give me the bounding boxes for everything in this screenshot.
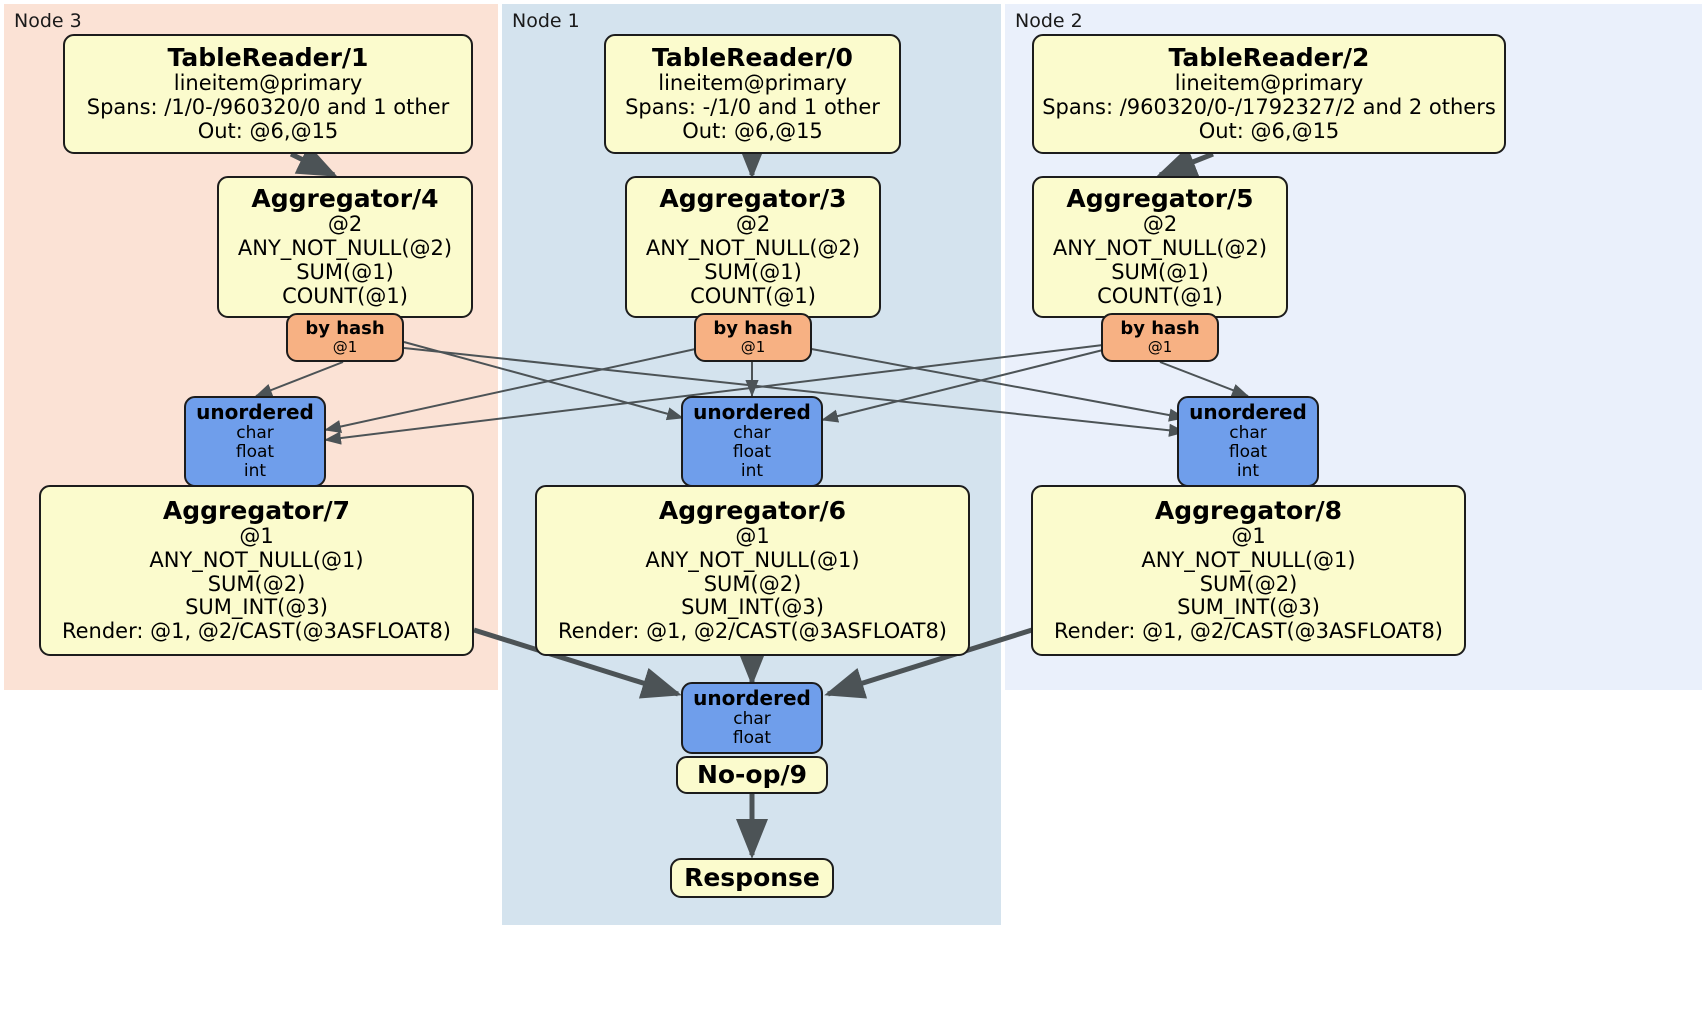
processor-response[interactable]: Response xyxy=(670,858,834,898)
router-detail-line: char xyxy=(236,422,274,443)
node-detail-line: Spans: /1/0-/960320/0 and 1 other xyxy=(86,95,450,120)
node-detail-line: ANY_NOT_NULL(@1) xyxy=(1141,547,1356,572)
node-detail-line: lineitem@primary xyxy=(1174,71,1364,96)
node-detail-line: ANY_NOT_NULL(@2) xyxy=(1052,236,1268,261)
router-detail-line: char xyxy=(733,708,771,729)
processor-tablereader-0[interactable]: TableReader/0 lineitem@primary Spans: -/… xyxy=(604,34,901,154)
input-router-unordered-8[interactable]: unordered char float int xyxy=(1177,396,1319,487)
node-detail-line: SUM(@1) xyxy=(704,260,802,284)
router-detail-line: char xyxy=(1229,422,1267,443)
node-detail-line: ANY_NOT_NULL(@1) xyxy=(645,547,860,572)
router-detail-line: float xyxy=(732,442,772,463)
node-detail-line: SUM(@2) xyxy=(1199,571,1298,596)
node-detail-line: SUM(@2) xyxy=(703,571,802,596)
node-title: TableReader/0 xyxy=(652,43,853,73)
node-detail-line: ANY_NOT_NULL(@1) xyxy=(149,547,364,572)
output-router-by-hash-4[interactable]: by hash @1 xyxy=(286,313,404,362)
node-title: TableReader/2 xyxy=(1168,43,1370,73)
router-title: by hash xyxy=(713,317,793,339)
node-detail-line: Out: @6,@15 xyxy=(1198,118,1340,143)
node-title: Response xyxy=(684,863,820,892)
node-title: Aggregator/5 xyxy=(1066,184,1254,214)
router-detail-line: char xyxy=(733,422,771,443)
router-detail-line: int xyxy=(740,461,764,482)
node-detail-line: SUM_INT(@3) xyxy=(1177,595,1320,620)
node-detail-line: @2 xyxy=(1142,212,1178,237)
input-router-unordered-6[interactable]: unordered char float int xyxy=(681,396,823,487)
node-detail-line: Render: @1, @2/CAST(@3ASFLOAT8) xyxy=(61,619,452,644)
panel-node-1-label: Node 1 xyxy=(512,10,580,32)
input-router-unordered-final[interactable]: unordered char float xyxy=(681,682,823,754)
node-detail-line: Out: @6,@15 xyxy=(197,118,339,143)
router-detail-line: float xyxy=(235,442,275,463)
node-title: Aggregator/8 xyxy=(1154,495,1343,525)
router-detail-line: float xyxy=(732,728,772,749)
node-detail-line: ANY_NOT_NULL(@2) xyxy=(237,236,453,261)
output-router-by-hash-3[interactable]: by hash @1 xyxy=(694,313,812,362)
node-detail-line: @2 xyxy=(735,212,771,237)
node-detail-line: COUNT(@1) xyxy=(1097,283,1223,308)
router-detail-line: float xyxy=(1228,442,1268,463)
node-title: Aggregator/6 xyxy=(658,495,847,525)
router-title: unordered xyxy=(1189,400,1307,425)
router-title: by hash xyxy=(305,317,385,339)
node-detail-line: Out: @6,@15 xyxy=(682,118,823,143)
processor-aggregator-3[interactable]: Aggregator/3 @2 ANY_NOT_NULL(@2) SUM(@1)… xyxy=(625,176,881,318)
node-detail-line: SUM_INT(@3) xyxy=(185,595,328,620)
panel-node-2-label: Node 2 xyxy=(1015,10,1083,32)
node-detail-line: lineitem@primary xyxy=(658,71,847,96)
node-detail-line: Render: @1, @2/CAST(@3ASFLOAT8) xyxy=(557,619,948,644)
processor-aggregator-7[interactable]: Aggregator/7 @1 ANY_NOT_NULL(@1) SUM(@2)… xyxy=(39,485,474,656)
node-title: TableReader/1 xyxy=(167,43,369,73)
node-detail-line: Spans: /960320/0-/1792327/2 and 2 others xyxy=(1042,95,1496,120)
processor-aggregator-8[interactable]: Aggregator/8 @1 ANY_NOT_NULL(@1) SUM(@2)… xyxy=(1031,485,1466,656)
processor-aggregator-5[interactable]: Aggregator/5 @2 ANY_NOT_NULL(@2) SUM(@1)… xyxy=(1032,176,1288,318)
router-title: by hash xyxy=(1120,317,1200,339)
router-detail-line: @1 xyxy=(740,338,766,357)
router-detail-line: int xyxy=(243,461,267,482)
node-title: Aggregator/3 xyxy=(659,184,847,214)
node-title: No-op/9 xyxy=(696,760,808,789)
processor-aggregator-6[interactable]: Aggregator/6 @1 ANY_NOT_NULL(@1) SUM(@2)… xyxy=(535,485,970,656)
processor-no-op-9[interactable]: No-op/9 xyxy=(676,756,828,794)
router-title: unordered xyxy=(693,400,811,425)
node-title: Aggregator/7 xyxy=(162,495,351,525)
processor-tablereader-2[interactable]: TableReader/2 lineitem@primary Spans: /9… xyxy=(1032,34,1506,154)
router-detail-line: int xyxy=(1236,461,1260,482)
node-detail-line: SUM_INT(@3) xyxy=(681,595,824,620)
node-detail-line: COUNT(@1) xyxy=(282,283,408,308)
node-detail-line: SUM(@2) xyxy=(207,571,306,596)
node-detail-line: Spans: -/1/0 and 1 other xyxy=(625,95,880,120)
router-title: unordered xyxy=(693,686,811,711)
router-title: unordered xyxy=(196,400,314,425)
node-detail-line: @1 xyxy=(239,523,274,548)
node-title: Aggregator/4 xyxy=(251,184,439,214)
node-detail-line: @1 xyxy=(735,523,770,548)
node-detail-line: COUNT(@1) xyxy=(690,283,816,308)
input-router-unordered-7[interactable]: unordered char float int xyxy=(184,396,326,487)
processor-tablereader-1[interactable]: TableReader/1 lineitem@primary Spans: /1… xyxy=(63,34,473,154)
processor-aggregator-4[interactable]: Aggregator/4 @2 ANY_NOT_NULL(@2) SUM(@1)… xyxy=(217,176,473,318)
output-router-by-hash-5[interactable]: by hash @1 xyxy=(1101,313,1219,362)
panel-node-3-label: Node 3 xyxy=(14,10,82,32)
node-detail-line: SUM(@1) xyxy=(296,260,394,284)
node-detail-line: @1 xyxy=(1231,523,1266,548)
node-detail-line: SUM(@1) xyxy=(1111,260,1209,284)
router-detail-line: @1 xyxy=(332,338,358,357)
router-detail-line: @1 xyxy=(1147,338,1173,357)
node-detail-line: lineitem@primary xyxy=(173,71,363,96)
node-detail-line: Render: @1, @2/CAST(@3ASFLOAT8) xyxy=(1053,619,1444,644)
node-detail-line: ANY_NOT_NULL(@2) xyxy=(645,236,861,261)
node-detail-line: @2 xyxy=(327,212,363,237)
